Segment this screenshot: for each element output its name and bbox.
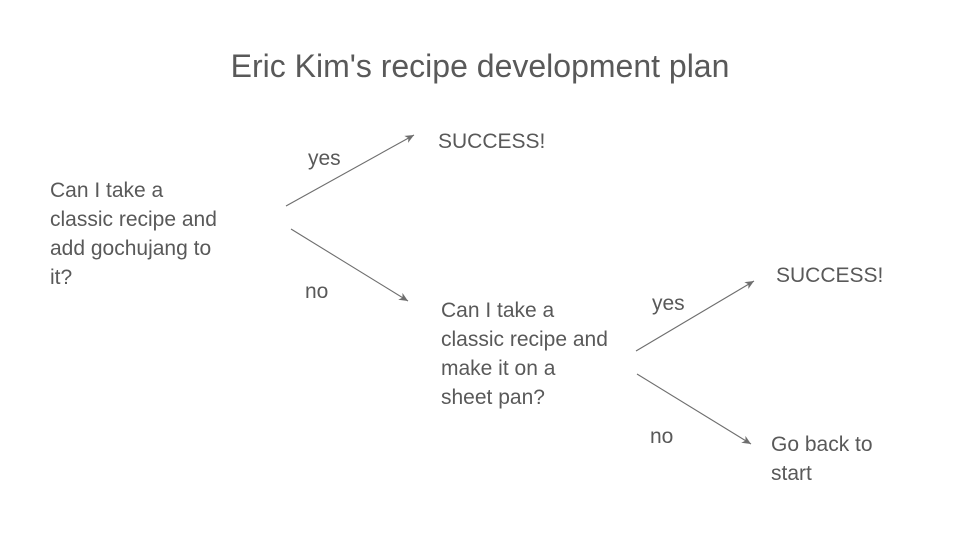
node-success-2: SUCCESS!: [776, 264, 884, 287]
node-go-back-to-start: Go back to start: [771, 433, 873, 485]
node-success-1: SUCCESS!: [438, 130, 546, 153]
edge-label-yes-2: yes: [652, 292, 685, 315]
edge-label-yes-1: yes: [308, 147, 341, 170]
diagram-title: Eric Kim's recipe development plan: [230, 48, 730, 84]
arrow-q1-yes-to-success: [285, 134, 415, 207]
node-question-gochujang: Can I take a classic recipe and add goch…: [50, 179, 217, 289]
arrow-q2-no-to-goback: [636, 373, 752, 445]
edge-label-no-2: no: [650, 425, 674, 448]
edge-label-no-1: no: [305, 280, 329, 303]
arrow-q1-no-to-q2: [290, 228, 409, 302]
arrow-q2-yes-to-success: [635, 280, 755, 352]
node-question-sheet-pan: Can I take a classic recipe and make it …: [441, 299, 608, 409]
